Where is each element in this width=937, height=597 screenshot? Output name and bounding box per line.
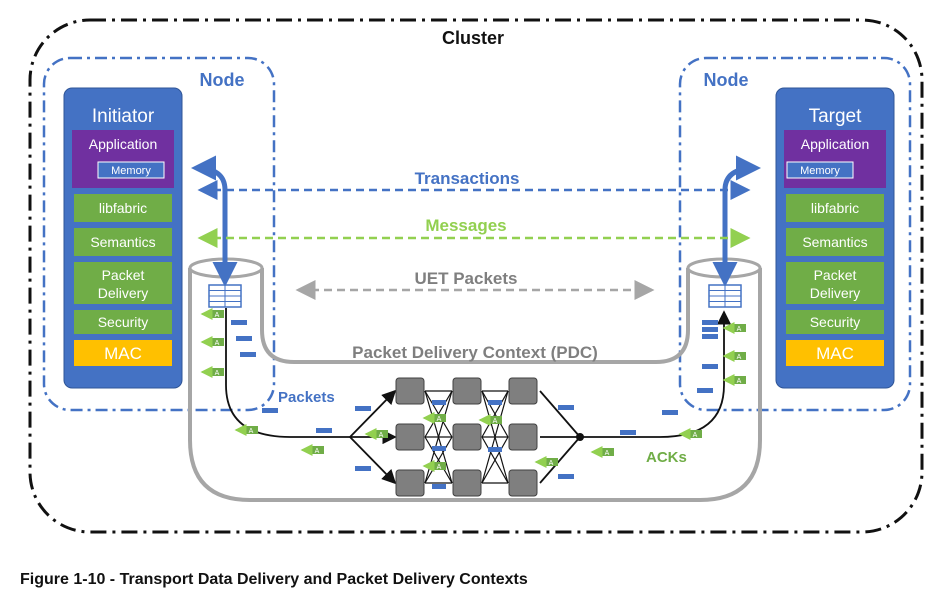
- initiator-packet-delivery-line1: Packet: [102, 267, 145, 283]
- ack-marker: A: [200, 336, 224, 348]
- target-queue: [708, 284, 742, 308]
- target-node-label: Node: [704, 70, 749, 90]
- target-semantics-label: Semantics: [802, 234, 867, 250]
- target-title: Target: [809, 106, 863, 127]
- ack-marker: A: [534, 456, 558, 468]
- svg-text:A: A: [737, 354, 742, 361]
- ack-marker: A: [678, 428, 702, 440]
- initiator-title: Initiator: [92, 106, 155, 127]
- initiator-libfabric-label: libfabric: [99, 200, 147, 216]
- target-libfabric: [786, 194, 884, 222]
- ack-marker: A: [300, 444, 324, 456]
- ack-marker: A: [200, 308, 224, 320]
- target-packet-delivery-line2: Delivery: [810, 285, 861, 301]
- data-packets: [231, 320, 718, 489]
- ack-marker: A: [422, 412, 446, 424]
- figure-caption: Figure 1-10 - Transport Data Delivery an…: [20, 571, 528, 588]
- ack-marker: A: [422, 460, 446, 472]
- uet-packets-label: UET Packets: [415, 269, 518, 288]
- svg-text:A: A: [215, 340, 220, 347]
- target-semantics: [786, 228, 884, 256]
- initiator-packet-delivery-line2: Delivery: [98, 285, 149, 301]
- initiator-semantics-label: Semantics: [90, 234, 155, 250]
- svg-text:A: A: [215, 370, 220, 377]
- initiator-stack: Initiator Application Memory libfabric S…: [63, 87, 183, 389]
- ack-marker: A: [722, 374, 746, 386]
- svg-text:A: A: [493, 418, 498, 425]
- packet-path: [225, 308, 732, 485]
- initiator-security-label: Security: [98, 314, 149, 330]
- initiator-semantics: [74, 228, 172, 256]
- acks-label: ACKs: [646, 449, 687, 466]
- merge-point: [576, 433, 584, 441]
- svg-text:A: A: [437, 416, 442, 423]
- svg-text:A: A: [549, 460, 554, 467]
- target-stack: Target Application Memory libfabric Sema…: [775, 87, 895, 389]
- svg-text:A: A: [437, 464, 442, 471]
- initiator-queue: [208, 284, 242, 308]
- target-memory: [786, 161, 854, 179]
- svg-text:A: A: [605, 450, 610, 457]
- initiator-memory: [97, 161, 165, 179]
- ack-markers: A A A A A A A A A A A A A A A: [200, 308, 746, 472]
- transport-diagram: Cluster Node Node Initiator Application …: [28, 18, 924, 534]
- target-memory-label: Memory: [800, 165, 840, 177]
- ack-marker: A: [722, 322, 746, 334]
- cluster-boundary: [28, 18, 924, 534]
- ack-marker: A: [200, 366, 224, 378]
- target-packet-delivery: [786, 262, 884, 304]
- ack-marker: A: [722, 350, 746, 362]
- ack-marker: A: [234, 424, 258, 436]
- initiator-mac-label: MAC: [104, 344, 142, 363]
- target-libfabric-label: libfabric: [811, 200, 859, 216]
- initiator-mac: [74, 340, 172, 366]
- transactions-label: Transactions: [415, 169, 520, 188]
- svg-text:A: A: [249, 428, 254, 435]
- packets-label: Packets: [278, 389, 335, 406]
- svg-text:A: A: [737, 378, 742, 385]
- target-application-label: Application: [801, 136, 870, 152]
- ack-marker: A: [590, 446, 614, 458]
- initiator-node-label: Node: [200, 70, 245, 90]
- ack-marker: A: [364, 428, 388, 440]
- target-security-label: Security: [810, 314, 861, 330]
- cluster-label: Cluster: [442, 28, 504, 48]
- target-packet-delivery-line1: Packet: [814, 267, 857, 283]
- target-security: [786, 310, 884, 334]
- svg-text:A: A: [215, 312, 220, 319]
- target-mac: [786, 340, 884, 366]
- pdc-label: Packet Delivery Context (PDC): [352, 343, 598, 362]
- svg-text:A: A: [379, 432, 384, 439]
- svg-text:A: A: [737, 326, 742, 333]
- initiator-security: [74, 310, 172, 334]
- target-mac-label: MAC: [816, 344, 854, 363]
- messages-label: Messages: [425, 216, 506, 235]
- initiator-packet-delivery: [74, 262, 172, 304]
- svg-text:A: A: [693, 432, 698, 439]
- initiator-libfabric: [74, 194, 172, 222]
- initiator-application-label: Application: [89, 136, 158, 152]
- switches: [395, 377, 538, 497]
- initiator-memory-label: Memory: [111, 165, 151, 177]
- svg-text:A: A: [315, 448, 320, 455]
- ack-marker: A: [478, 414, 502, 426]
